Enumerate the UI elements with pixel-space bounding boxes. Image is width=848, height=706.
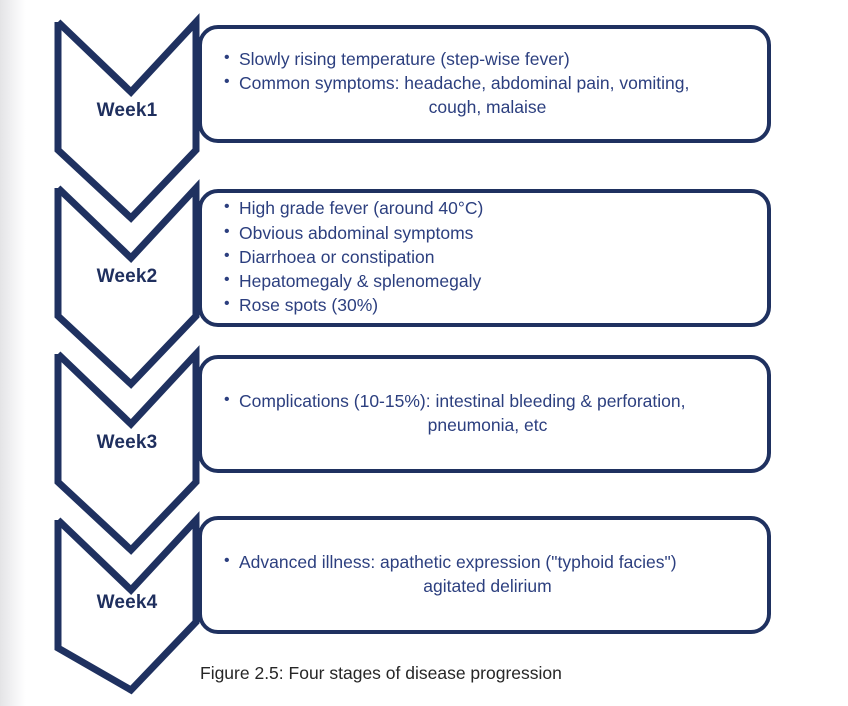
stage-bullets-week3: Complications (10-15%): intestinal bleed…	[202, 389, 767, 438]
chevron-week3	[54, 345, 200, 555]
list-item: Complications (10-15%): intestinal bleed…	[224, 389, 751, 437]
chevron-week2	[54, 179, 200, 389]
stage-box-week1: Slowly rising temperature (step-wise fev…	[198, 25, 771, 143]
list-item: Diarrhoea or constipation	[224, 245, 751, 269]
stage-label-week4: Week4	[96, 592, 158, 613]
list-item: Rose spots (30%)	[224, 293, 751, 317]
stage-label-week3: Week3	[96, 432, 158, 453]
stage-label-week2: Week2	[96, 266, 158, 287]
list-item: Slowly rising temperature (step-wise fev…	[224, 47, 751, 71]
figure-caption: Figure 2.5: Four stages of disease progr…	[200, 663, 562, 683]
stage-bullets-week4: Advanced illness: apathetic expression (…	[202, 550, 767, 599]
chevron-week1	[54, 13, 200, 223]
list-item: Advanced illness: apathetic expression (…	[224, 550, 751, 598]
stage-label-week1: Week1	[96, 100, 158, 121]
stage-bullets-week1: Slowly rising temperature (step-wise fev…	[202, 47, 767, 120]
page-edge-shadow	[0, 0, 26, 706]
stage-box-week4: Advanced illness: apathetic expression (…	[198, 516, 771, 634]
stage-box-week3: Complications (10-15%): intestinal bleed…	[198, 355, 771, 473]
list-item: Hepatomegaly & splenomegaly	[224, 269, 751, 293]
list-item: Obvious abdominal symptoms	[224, 221, 751, 245]
stage-box-week2: High grade fever (around 40°C) Obvious a…	[198, 189, 771, 327]
list-item: Common symptoms: headache, abdominal pai…	[224, 71, 751, 119]
chevron-week4	[54, 511, 200, 695]
stage-bullets-week2: High grade fever (around 40°C) Obvious a…	[202, 196, 767, 318]
list-item: High grade fever (around 40°C)	[224, 196, 751, 220]
